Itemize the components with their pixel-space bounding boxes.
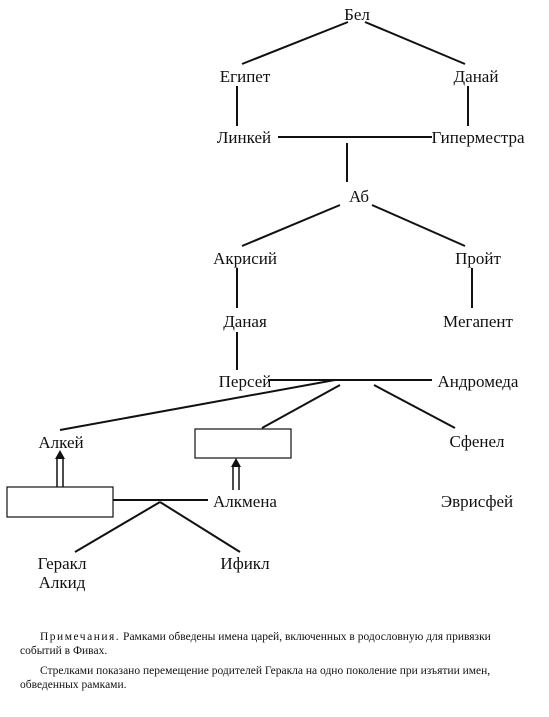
node-megapent: Мегапент [443, 312, 513, 331]
node-bel: Бел [344, 5, 370, 24]
node-gerakl: Геракл [38, 554, 87, 573]
node-alkid: Алкид [39, 573, 86, 592]
node-persei: Персей [219, 372, 272, 391]
edge-marriage-gerakl [74, 501, 161, 553]
node-akrisii: Акрисий [213, 249, 277, 268]
node-egipet: Египет [220, 67, 271, 86]
node-ifikl: Ификл [220, 554, 270, 573]
node-gipermestra: Гиперместра [431, 128, 525, 147]
edge-marriage-box-upper [261, 384, 341, 429]
node-danaya: Даная [223, 312, 267, 331]
arrow-up-alkmena [231, 458, 241, 490]
note-1: Примечания. Рамками обведены имена царей… [20, 630, 532, 658]
note-2: Стрелками показано перемещение родителей… [20, 665, 491, 691]
edge-ab-proit [371, 204, 466, 247]
notes: Примечания. Рамками обведены имена царей… [20, 630, 532, 698]
box-upper-king [194, 428, 292, 459]
node-linkei: Линкей [217, 128, 271, 147]
edge-ab-akrisii [241, 204, 341, 247]
node-ab: Аб [349, 187, 369, 206]
edge-marriage-alkei [59, 379, 336, 431]
node-sfenel: Сфенел [449, 432, 505, 451]
node-proit: Пройт [455, 249, 501, 268]
arrow-up-alkei [55, 450, 65, 487]
edge-marriage-ifikl [159, 501, 241, 553]
note-1-head: Примечания. [40, 631, 121, 643]
note-1-body: Рамками обведены имена царей, включенных… [20, 631, 491, 657]
edge-marriage-sfenel [373, 384, 456, 429]
node-danai: Данай [454, 67, 499, 86]
node-alkmena: Алкмена [213, 492, 277, 511]
node-andromeda: Андромеда [438, 372, 519, 391]
edge-bel-danai [364, 21, 466, 65]
edge-bel-egipet [241, 21, 349, 65]
box-lower-king [6, 486, 114, 518]
node-alkei: Алкей [38, 433, 83, 452]
genealogy-tree: Бел Египет Данай Линкей Гиперместра Аб А… [6, 5, 525, 592]
node-evrisfei: Эврисфей [441, 492, 513, 511]
